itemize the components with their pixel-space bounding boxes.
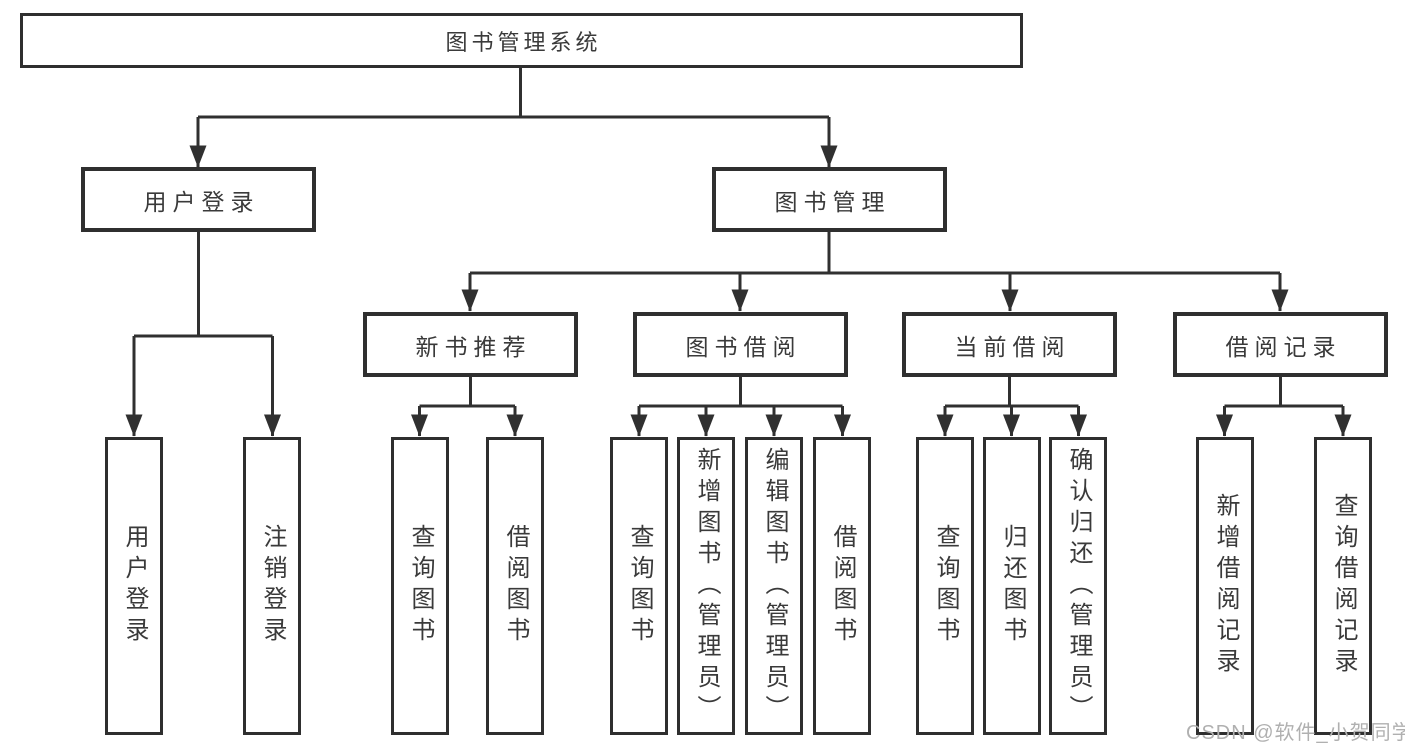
node-leaf-borrow-books-2: 借阅图书 bbox=[813, 437, 871, 735]
node-leaf-query-books-2: 查询图书 bbox=[610, 437, 668, 735]
csdn-watermark: CSDN @软件_小贺同学 bbox=[1186, 722, 1405, 744]
node-label: 查询图书 bbox=[407, 524, 434, 648]
node-label: 编辑图书（管理员） bbox=[761, 446, 788, 726]
node-label: 新书推荐 bbox=[415, 333, 532, 360]
node-leaf-return-books: 归还图书 bbox=[983, 437, 1041, 735]
node-label: 用户登录 bbox=[121, 524, 148, 648]
user-login-branch-connectors bbox=[125, 232, 281, 437]
node-leaf-user-login: 用户登录 bbox=[105, 437, 163, 735]
node-label: 当前借阅 bbox=[954, 333, 1071, 360]
root-branch-connectors bbox=[189, 68, 838, 168]
node-label: 确认归还（管理员） bbox=[1065, 446, 1092, 726]
node-label: 查询图书 bbox=[932, 524, 959, 648]
node-label: 借阅图书 bbox=[829, 524, 856, 648]
node-leaf-confirm-return-admin: 确认归还（管理员） bbox=[1049, 437, 1107, 735]
borrow-records-group-connectors bbox=[1216, 377, 1352, 437]
node-label: 图书借阅 bbox=[685, 333, 802, 360]
book-borrow-group-connectors bbox=[630, 377, 851, 437]
node-leaf-query-books-3: 查询图书 bbox=[916, 437, 974, 735]
node-label: 借阅记录 bbox=[1225, 333, 1342, 360]
node-borrowing-records: 借阅记录 bbox=[1173, 312, 1388, 377]
node-label: 新增图书（管理员） bbox=[693, 446, 720, 726]
node-leaf-borrow-books-1: 借阅图书 bbox=[486, 437, 544, 735]
node-label: 注销登录 bbox=[259, 524, 286, 648]
node-current-borrowing: 当前借阅 bbox=[902, 312, 1117, 377]
node-new-book-recommend: 新书推荐 bbox=[363, 312, 578, 377]
node-label: 查询借阅记录 bbox=[1330, 493, 1357, 679]
book-mgmt-branch-connectors bbox=[461, 232, 1289, 312]
node-user-login-branch: 用户登录 bbox=[81, 167, 316, 232]
node-book-borrowing: 图书借阅 bbox=[633, 312, 848, 377]
node-library-system: 图书管理系统 bbox=[20, 13, 1023, 68]
node-label: 图书管理 bbox=[774, 188, 891, 215]
node-leaf-query-borrow-record: 查询借阅记录 bbox=[1314, 437, 1372, 735]
node-label: 图书管理系统 bbox=[445, 29, 602, 55]
node-label: 新增借阅记录 bbox=[1212, 493, 1239, 679]
node-leaf-add-borrow-record: 新增借阅记录 bbox=[1196, 437, 1254, 735]
node-leaf-query-books-1: 查询图书 bbox=[391, 437, 449, 735]
node-label: 借阅图书 bbox=[502, 524, 529, 648]
node-book-mgmt-branch: 图书管理 bbox=[712, 167, 947, 232]
node-label: 归还图书 bbox=[999, 524, 1026, 648]
current-borrow-group-connectors bbox=[936, 377, 1087, 437]
node-leaf-logout: 注销登录 bbox=[243, 437, 301, 735]
node-label: 查询图书 bbox=[626, 524, 653, 648]
node-leaf-add-books-admin: 新增图书（管理员） bbox=[677, 437, 735, 735]
node-leaf-edit-books-admin: 编辑图书（管理员） bbox=[745, 437, 803, 735]
node-label: 用户登录 bbox=[143, 188, 260, 215]
new-books-group-connectors bbox=[411, 377, 524, 437]
